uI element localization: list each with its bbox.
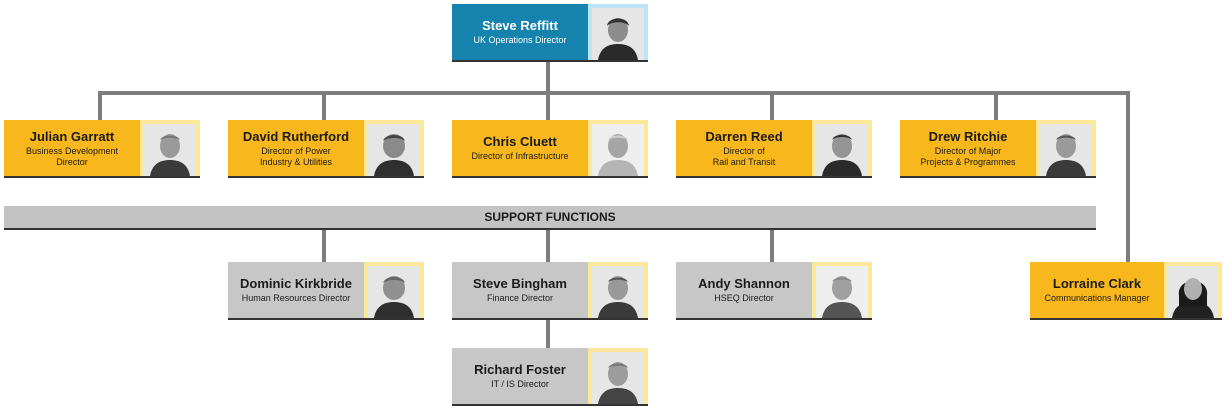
org-card-comms[interactable]: Lorraine Clark Communications Manager [1030,262,1222,320]
connector-director-1 [98,91,102,121]
card-text: Richard Foster IT / IS Director [452,348,588,404]
org-card-root[interactable]: Steve Reffitt UK Operations Director [452,4,648,62]
card-text: Andy Shannon HSEQ Director [676,262,812,318]
person-title: Director of Infrastructure [471,151,569,161]
person-photo [812,120,872,176]
person-name: Julian Garratt [29,128,115,144]
org-card-support-3[interactable]: Andy Shannon HSEQ Director [676,262,872,320]
person-title: Finance Director [486,293,554,303]
person-photo [812,262,872,318]
connector-top-horizontal [100,91,1130,95]
person-name: Darren Reed [705,128,783,144]
connector-support-2 [546,230,550,264]
person-name: Dominic Kirkbride [240,276,352,291]
person-title: Business Development Director [25,145,119,167]
person-photo [588,4,648,60]
person-photo [1036,120,1096,176]
person-name: Drew Ritchie [928,128,1008,144]
org-card-support-1[interactable]: Dominic Kirkbride Human Resources Direct… [228,262,424,320]
person-photo [140,120,200,176]
org-card-support-2[interactable]: Steve Bingham Finance Director [452,262,648,320]
person-name: Steve Reffitt [482,18,558,33]
person-photo [588,262,648,318]
card-text: Chris Cluett Director of Infrastructure [452,120,588,176]
card-text: Drew Ritchie Director of Major Projects … [900,120,1036,176]
card-text: David Rutherford Director of Power Indus… [228,120,364,176]
person-title: Director of Power Industry & Utilities [259,145,333,167]
org-card-director-3[interactable]: Chris Cluett Director of Infrastructure [452,120,648,178]
org-card-director-4[interactable]: Darren Reed Director of Rail and Transit [676,120,872,178]
person-title: IT / IS Director [491,379,549,389]
connector-sub-support [546,320,550,350]
card-text: Lorraine Clark Communications Manager [1030,262,1164,318]
person-name: Richard Foster [474,362,566,377]
person-photo [364,120,424,176]
person-photo [364,262,424,318]
person-name: David Rutherford [242,128,350,144]
person-name: Steve Bingham [473,276,567,291]
card-text: Darren Reed Director of Rail and Transit [676,120,812,176]
person-photo [588,348,648,404]
connector-support-1 [322,230,326,264]
person-name: Lorraine Clark [1052,276,1142,291]
support-functions-bar: SUPPORT FUNCTIONS [4,206,1096,230]
person-title: Communications Manager [1044,293,1150,303]
card-text: Steve Reffitt UK Operations Director [452,4,588,60]
org-card-director-5[interactable]: Drew Ritchie Director of Major Projects … [900,120,1096,178]
connector-director-4 [770,93,774,121]
connector-director-2 [322,93,326,121]
card-text: Dominic Kirkbride Human Resources Direct… [228,262,364,318]
person-photo [588,120,648,176]
card-text: Steve Bingham Finance Director [452,262,588,318]
connector-root-down [546,62,550,93]
connector-comms [1126,91,1130,263]
connector-support-3 [770,230,774,264]
card-text: Julian Garratt Business Development Dire… [4,120,140,176]
person-title: Human Resources Director [241,293,351,303]
connector-director-5 [994,93,998,121]
person-title: UK Operations Director [473,35,567,45]
support-functions-label: SUPPORT FUNCTIONS [484,210,616,224]
org-card-director-2[interactable]: David Rutherford Director of Power Indus… [228,120,424,178]
person-title: HSEQ Director [714,293,774,303]
person-title: Director of Major Projects & Programmes [920,145,1016,167]
connector-director-3 [546,93,550,121]
org-card-sub-support[interactable]: Richard Foster IT / IS Director [452,348,648,406]
org-card-director-1[interactable]: Julian Garratt Business Development Dire… [4,120,200,178]
person-name: Andy Shannon [698,276,790,291]
person-name: Chris Cluett [483,134,557,149]
person-photo [1164,262,1222,318]
person-title: Director of Rail and Transit [712,145,776,167]
